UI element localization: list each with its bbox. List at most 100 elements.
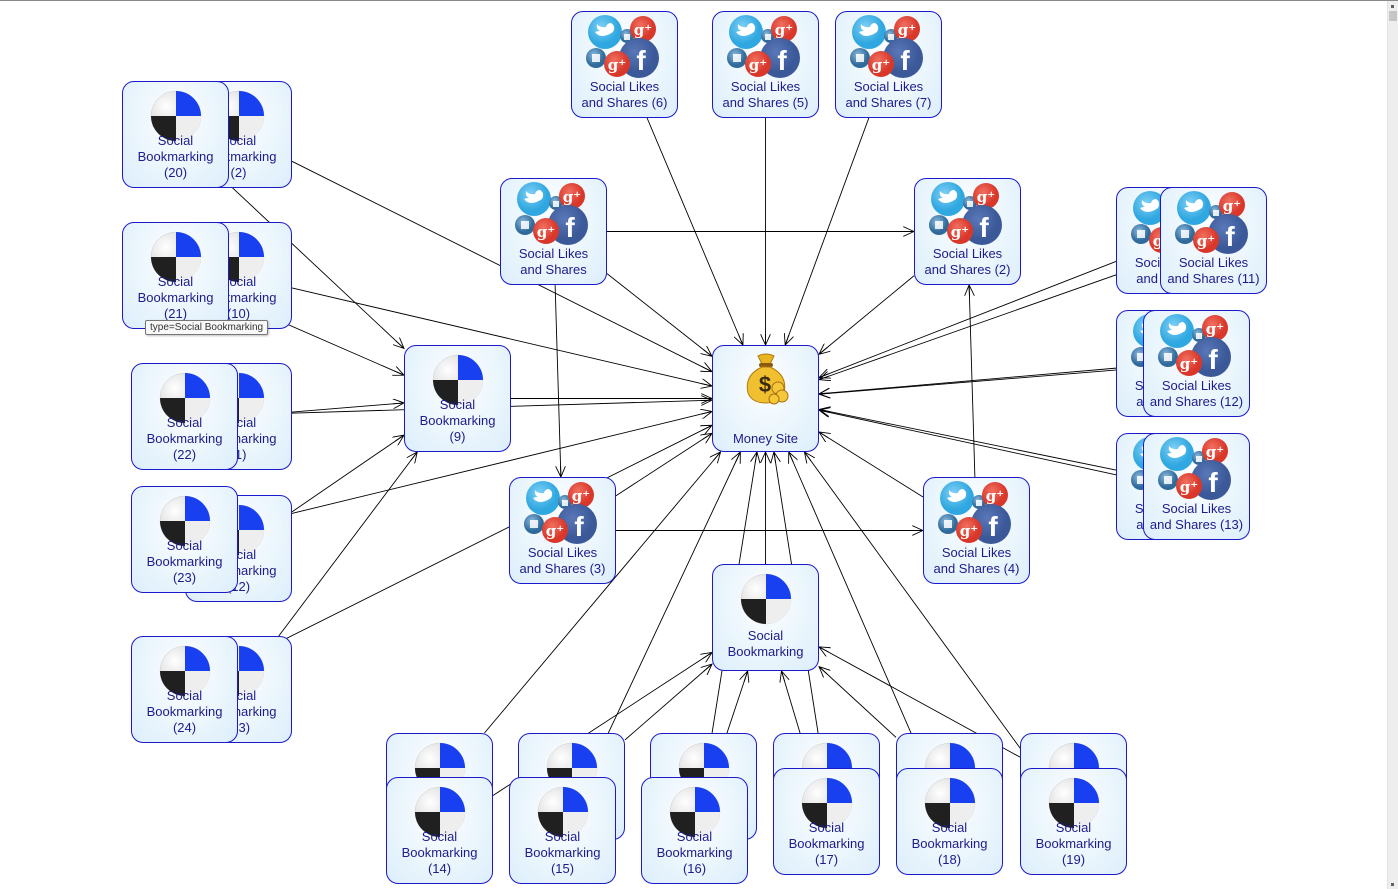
node-sl6[interactable]: g⁺ f g⁺ Social Likes and Shares (6): [571, 11, 678, 118]
edge-sb15b-to-sbc: [624, 664, 712, 741]
node-sb17[interactable]: Social Bookmarking (17): [773, 768, 880, 875]
edge-sb24-to-money: [237, 425, 712, 664]
svg-text:f: f: [988, 511, 998, 542]
node-label: Social Bookmarking (19): [1035, 820, 1112, 867]
edge-sb18b-to-sbc: [819, 667, 897, 738]
svg-text:f: f: [900, 45, 910, 76]
edge-sb15-to-money: [587, 452, 741, 778]
social-likes-shares-icon: g⁺ f g⁺: [512, 181, 596, 258]
node-label: Social Likes and Shares (6): [581, 79, 668, 110]
edge-sl13-to-money: [819, 409, 1144, 477]
node-sl7[interactable]: g⁺ f g⁺ Social Likes and Shares (7): [835, 11, 942, 118]
svg-text:g⁺: g⁺: [897, 21, 915, 39]
node-sb15[interactable]: Social Bookmarking (15): [509, 777, 616, 884]
edge-sl2-to-money: [819, 275, 915, 355]
node-sl13[interactable]: g⁺ f g⁺ Social Likes and Shares (13): [1143, 433, 1250, 540]
node-label: Social Bookmarking (9): [419, 397, 496, 444]
svg-text:$: $: [758, 372, 770, 397]
node-sb19[interactable]: Social Bookmarking (19): [1020, 768, 1127, 875]
node-sb14[interactable]: Social Bookmarking (14): [386, 777, 493, 884]
node-sl12[interactable]: g⁺ f g⁺ Social Likes and Shares (12): [1143, 310, 1250, 417]
edge-sb13-to-sb9: [278, 452, 417, 637]
vertical-scrollbar[interactable]: [1387, 1, 1398, 889]
node-label: Social Bookmarking (20): [137, 133, 214, 180]
node-sb24[interactable]: Social Bookmarking (24): [131, 636, 238, 743]
scroll-down-arrow-icon[interactable]: [1391, 883, 1394, 886]
svg-text:f: f: [1208, 344, 1218, 375]
social-bookmarking-icon: [1048, 777, 1100, 834]
social-likes-shares-icon: g⁺ f g⁺: [521, 480, 605, 557]
node-label: Social Bookmarking (14): [401, 829, 478, 876]
node-label: Social Bookmarking (17): [788, 820, 865, 867]
social-bookmarking-icon: [924, 777, 976, 834]
svg-text:f: f: [777, 45, 787, 76]
svg-text:g⁺: g⁺: [959, 522, 977, 540]
node-sb9[interactable]: Social Bookmarking (9): [404, 345, 511, 452]
social-likes-shares-icon: g⁺ f g⁺: [847, 14, 931, 91]
node-sb16[interactable]: Social Bookmarking (16): [641, 777, 748, 884]
edge-sl11-to-money: [819, 258, 1161, 379]
svg-text:g⁺: g⁺: [633, 21, 651, 39]
svg-text:g⁺: g⁺: [950, 223, 968, 241]
svg-text:g⁺: g⁺: [774, 21, 792, 39]
svg-text:g⁺: g⁺: [571, 487, 589, 505]
node-sl11[interactable]: g⁺ f g⁺ Social Likes and Shares (11): [1160, 187, 1267, 294]
node-label: Social Bookmarking: [727, 628, 804, 659]
social-bookmarking-icon: [414, 786, 466, 843]
node-sbc[interactable]: Social Bookmarking: [712, 564, 819, 671]
svg-text:f: f: [636, 45, 646, 76]
edge-sb10-to-money: [291, 287, 712, 386]
node-label: Money Site: [732, 431, 799, 446]
edge-sb23-to-money: [237, 411, 712, 527]
svg-text:g⁺: g⁺: [748, 56, 766, 74]
svg-text:f: f: [979, 212, 989, 243]
scrollbar-thumb[interactable]: [1389, 11, 1397, 21]
edge-sl3-to-money: [615, 433, 712, 497]
node-sb18[interactable]: Social Bookmarking (18): [896, 768, 1003, 875]
svg-text:f: f: [565, 212, 575, 243]
edge-sb1-to-sb9: [291, 403, 404, 413]
window-top-border: [0, 0, 1398, 1]
social-bookmarking-icon: [740, 573, 792, 630]
edge-sb19-to-money: [804, 452, 1035, 769]
node-sb20[interactable]: Social Bookmarking (20): [122, 81, 229, 188]
money-bag-icon: $: [738, 350, 794, 411]
social-bookmarking-icon: [159, 372, 211, 429]
svg-text:g⁺: g⁺: [871, 56, 889, 74]
edge-sl-to-money: [606, 273, 712, 357]
edge-sl-to-sl3: [554, 284, 561, 477]
svg-text:f: f: [574, 511, 584, 542]
node-sl[interactable]: g⁺ f g⁺ Social Likes and Shares: [500, 178, 607, 285]
edge-sb12-to-sb9: [291, 435, 404, 513]
node-sl3[interactable]: g⁺ f g⁺ Social Likes and Shares (3): [509, 477, 616, 584]
scroll-up-arrow-icon[interactable]: [1391, 5, 1394, 8]
social-bookmarking-icon: [669, 786, 721, 843]
edge-sl4-to-money: [819, 432, 924, 498]
node-sb23[interactable]: Social Bookmarking (23): [131, 486, 238, 593]
node-label: Social Bookmarking (18): [911, 820, 988, 867]
svg-text:g⁺: g⁺: [536, 223, 554, 241]
node-label: Social Likes and Shares (2): [924, 246, 1011, 277]
node-sl2[interactable]: g⁺ f g⁺ Social Likes and Shares (2): [914, 178, 1021, 285]
svg-text:g⁺: g⁺: [1179, 478, 1197, 496]
node-sl5[interactable]: g⁺ f g⁺ Social Likes and Shares (5): [712, 11, 819, 118]
node-sl4[interactable]: g⁺ f g⁺ Social Likes and Shares (4): [923, 477, 1030, 584]
node-label: Social Likes and Shares (11): [1167, 255, 1260, 286]
node-label: Social Likes and Shares (12): [1149, 378, 1244, 409]
svg-text:g⁺: g⁺: [1205, 320, 1223, 338]
node-label: Social Bookmarking (21): [137, 274, 214, 321]
social-likes-shares-icon: g⁺ f g⁺: [935, 480, 1019, 557]
social-bookmarking-icon: [537, 786, 589, 843]
svg-text:f: f: [1208, 467, 1218, 498]
node-label: Social Bookmarking (15): [524, 829, 601, 876]
edge-sl13b-to-money: [819, 410, 1117, 476]
node-sb22[interactable]: Social Bookmarking (22): [131, 363, 238, 470]
social-likes-shares-icon: g⁺ f g⁺: [926, 181, 1010, 258]
node-money[interactable]: $ Money Site: [712, 345, 819, 452]
node-sb21[interactable]: Social Bookmarking (21): [122, 222, 229, 329]
edge-sb20-to-sb9: [228, 184, 404, 349]
svg-text:g⁺: g⁺: [985, 487, 1003, 505]
svg-text:g⁺: g⁺: [562, 188, 580, 206]
node-label: Social Likes and Shares (5): [722, 79, 809, 110]
